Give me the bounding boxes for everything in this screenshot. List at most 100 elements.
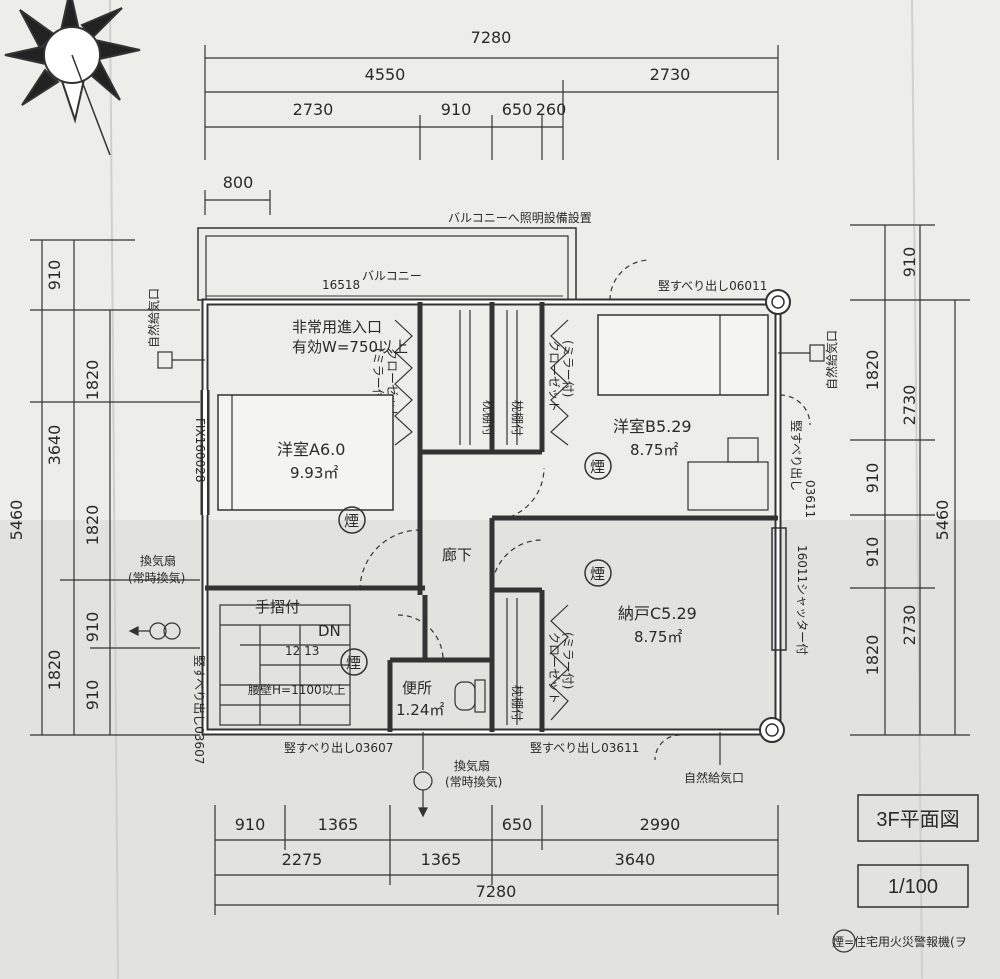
closet-room-b [506, 310, 569, 446]
intake-left-label: 自然給気口 [146, 288, 161, 348]
dim-left-inner-c: 910 [83, 612, 102, 643]
closet-c-label: クローゼット [547, 632, 561, 704]
balcony-label: バルコニー [362, 269, 422, 283]
room-a-area: 9.93㎡ [290, 464, 338, 482]
stair-down-label: DN [318, 622, 341, 640]
handrail-label: 手摺付 [255, 598, 300, 616]
fix-window-label: FIX160028 [193, 418, 207, 482]
emergency-entry-label: 非常用進入口 [292, 318, 382, 336]
dim-right-mid-c: 2730 [900, 605, 919, 646]
closet-room-a [394, 310, 471, 446]
dim-right-mid-b: 2730 [900, 385, 919, 426]
dim-top-row2-d: 260 [536, 100, 567, 119]
drain-right-code: 03611 [803, 480, 817, 518]
toilet-area: 1.24㎡ [396, 701, 444, 719]
stair-step-numbers: 12 13 [285, 644, 319, 658]
dim-top-row1-b: 2730 [650, 65, 691, 84]
chair-room-b [727, 437, 759, 463]
legend-text: 煙=住宅用火災警報機(ヲ [832, 934, 967, 949]
dim-bottom-row2-c: 3640 [615, 850, 656, 869]
compass-icon [4, 0, 141, 156]
drain-bottom-left-label: 竪すべり出し03607 [284, 741, 393, 755]
doors [359, 259, 811, 761]
dim-right-outer: 5460 [933, 500, 952, 541]
closet-b-label: クローゼット [547, 340, 561, 412]
title-box [857, 794, 979, 842]
dim-top-row1-a: 4550 [365, 65, 406, 84]
right-dimensions [850, 224, 970, 736]
bed-room-b [597, 314, 769, 396]
dim-left-inner-d: 910 [83, 680, 102, 711]
drain-right-label: 竪すべり出し [789, 420, 803, 491]
shelf-c-label: 枕棚付 [510, 685, 525, 721]
dim-right-inner-b: 910 [863, 463, 882, 494]
smoke-detector-b: 煙 [590, 458, 605, 476]
balcony-light-note: バルコニーへ照明設備設置 [448, 210, 592, 225]
top-dimensions [204, 45, 779, 215]
legend-smoke-icon [832, 929, 856, 953]
drain-top-label: 竪すべり出し06011 [658, 279, 767, 293]
dim-balcony-width: 800 [223, 173, 254, 192]
intake-left-icon [157, 351, 205, 369]
interior-walls [205, 302, 778, 732]
dim-bottom-row1-b: 1365 [318, 815, 359, 834]
dim-left-outer: 5460 [7, 500, 26, 541]
fan-left-sub: (常時換気) [128, 570, 185, 585]
storage-c-name: 納戸C5.29 [618, 604, 697, 623]
dim-left-mid-b: 3640 [45, 425, 64, 466]
fan-bottom-sub: (常時換気) [445, 774, 502, 789]
dim-top-total: 7280 [471, 28, 512, 47]
dim-right-mid-a: 910 [900, 247, 919, 278]
bed-room-a [217, 394, 394, 511]
dim-top-row2-c: 650 [502, 100, 533, 119]
dim-bottom-row1-c: 650 [502, 815, 533, 834]
intake-right-label: 自然給気口 [824, 330, 839, 390]
fan-left-label: 換気扇 [140, 553, 176, 568]
fan-bottom-icon [413, 732, 433, 818]
hall-name: 廊下 [442, 546, 472, 564]
staircase [219, 604, 351, 726]
dim-bottom-row2-a: 2275 [282, 850, 323, 869]
closet-a-mirror: (ミラー付) [371, 348, 385, 405]
dim-right-inner-a: 1820 [863, 350, 882, 391]
room-b-area: 8.75㎡ [630, 441, 678, 459]
smoke-detector-stair: 煙 [346, 654, 361, 672]
dim-right-inner-c: 910 [863, 537, 882, 568]
drain-bottom-right-label: 竪すべり出し03611 [530, 741, 639, 755]
room-b-name: 洋室B5.29 [613, 417, 692, 436]
balcony-code: 16518 [322, 278, 360, 292]
intake-bottom-label: 自然給気口 [684, 770, 744, 785]
dim-bottom-row2-b: 1365 [421, 850, 462, 869]
storage-c-area: 8.75㎡ [634, 628, 682, 646]
wainscot-label: 腰壁H=1100以上 [248, 682, 346, 697]
shutter-window [771, 527, 787, 651]
dim-right-inner-d: 1820 [863, 635, 882, 676]
smoke-detectors [338, 452, 612, 676]
closet-b-mirror: (ミラー付) [561, 340, 575, 397]
shelf-b-label: 枕棚付 [510, 400, 525, 436]
sheet-title: 3F平面図 [876, 809, 959, 831]
bottom-dimensions [214, 805, 779, 915]
drain-left-label: 竪すべり出し03607 [192, 655, 206, 764]
dim-top-row2-a: 2730 [293, 100, 334, 119]
sheet-scale: 1/100 [888, 876, 938, 898]
shutter-label: 16011シャッター付 [795, 545, 809, 655]
smoke-detector-c: 煙 [590, 565, 605, 583]
dim-top-row2-b: 910 [441, 100, 472, 119]
emergency-width-label: 有効W=750以上 [292, 338, 408, 356]
room-a-name: 洋室A6.0 [277, 440, 345, 459]
left-dimensions [30, 239, 200, 736]
closet-storage-c [506, 598, 569, 725]
toilet-name: 便所 [402, 679, 432, 697]
dim-bottom-total: 7280 [476, 882, 517, 901]
closet-c-mirror: (ミラー付) [561, 632, 575, 689]
intake-right-icon [778, 344, 825, 362]
fan-left-icon [128, 622, 181, 640]
shelf-a-label: 枕棚付 [481, 400, 496, 436]
dim-left-inner-b: 1820 [83, 505, 102, 546]
dim-bottom-row1-d: 2990 [640, 815, 681, 834]
smoke-detector-a: 煙 [344, 512, 359, 530]
paper-shadow [0, 520, 1000, 979]
